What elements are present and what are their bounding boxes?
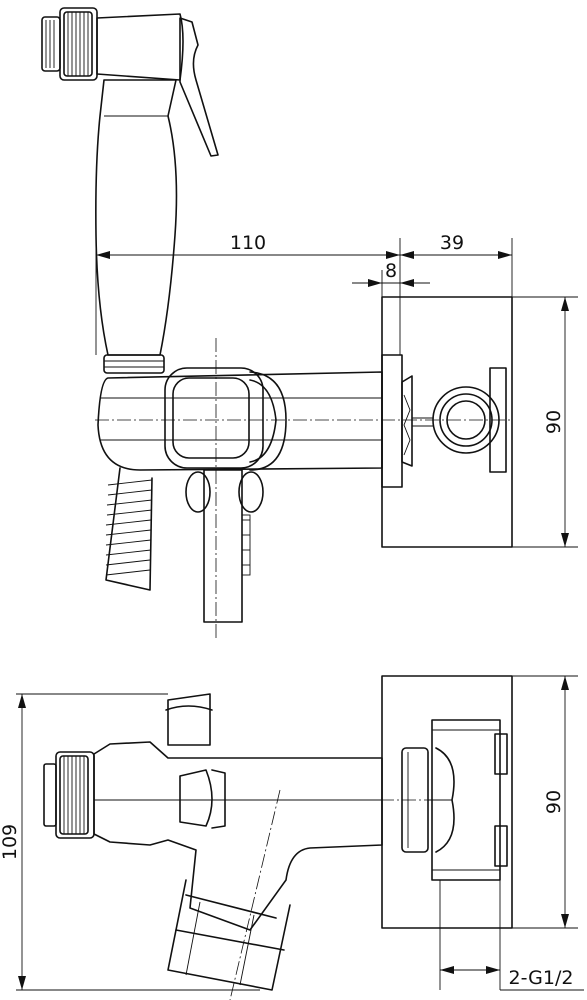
dimension-label-thread: 2-G1/2 — [509, 967, 574, 989]
trigger-lever — [179, 17, 219, 157]
angled-outlet — [167, 789, 291, 1000]
dimension-label-8: 8 — [385, 260, 397, 282]
dimension-39: 39 — [400, 232, 513, 297]
front-view: 110 39 8 90 — [41, 7, 578, 640]
spout-head — [43, 751, 95, 839]
main-body — [93, 693, 383, 931]
dimension-label-109: 109 — [0, 824, 21, 860]
top-view: 109 90 2-G1/2 — [0, 675, 584, 1000]
shower-handle — [95, 79, 178, 374]
dimension-8: 8 — [352, 260, 430, 297]
wall-plate-side — [381, 296, 513, 548]
dimension-110: 110 — [95, 232, 401, 355]
diverter-knob — [164, 367, 264, 469]
dimension-label-90-top: 90 — [543, 410, 565, 434]
valve-stem — [185, 469, 264, 623]
dimension-thread: 2-G1/2 — [439, 880, 584, 991]
wall-plate-front — [381, 675, 513, 929]
dimension-label-39: 39 — [440, 232, 464, 254]
dimension-90-top: 90 — [512, 296, 578, 548]
dimension-label-90-bottom: 90 — [543, 790, 565, 814]
dimension-label-110: 110 — [230, 232, 266, 254]
spiral-hose — [105, 467, 153, 591]
diverter-body — [97, 371, 383, 471]
hand-shower-head — [41, 7, 184, 81]
dimension-90-bottom: 90 — [512, 675, 578, 929]
dimension-109: 109 — [0, 693, 260, 991]
